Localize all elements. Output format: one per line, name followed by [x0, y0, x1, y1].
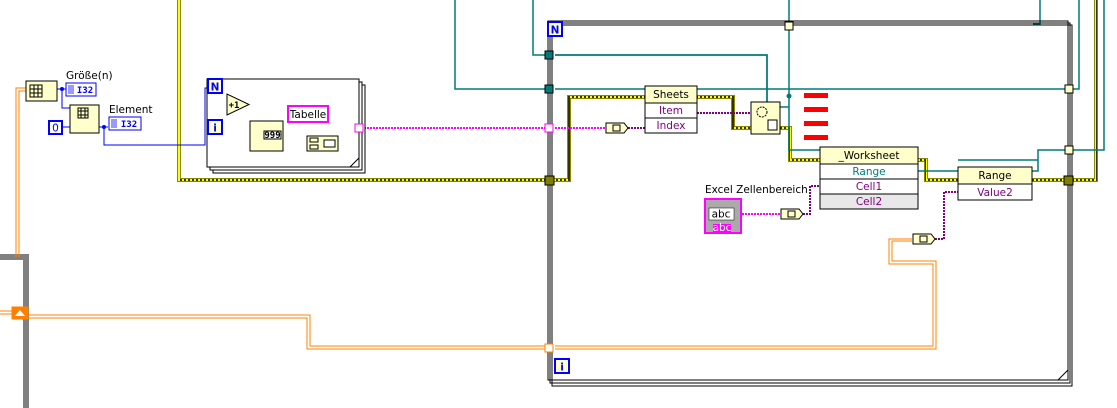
svg-text:+1: +1 [229, 101, 240, 111]
svg-text:Item: Item [659, 105, 683, 117]
excel-range-control[interactable]: abc abc [704, 198, 742, 234]
svg-text:N: N [551, 25, 560, 37]
error-tunnel [544, 175, 555, 186]
refnum-index-tunnel [1064, 84, 1074, 94]
svg-text:Tabelle: Tabelle [289, 109, 327, 121]
element-indicator[interactable]: I32 [108, 116, 142, 131]
excel-range-label: Excel Zellenbereich [705, 184, 808, 196]
array-wire [0, 87, 937, 350]
outer-for-loop [547, 20, 1073, 387]
number-to-string-node[interactable]: 999 [249, 120, 284, 152]
refnum-tunnel [544, 84, 554, 94]
svg-text:I32: I32 [77, 86, 93, 96]
variant-to-data-node[interactable] [750, 101, 781, 135]
worksheet-property-node[interactable]: _Worksheet Range Cell1 Cell2 [819, 146, 919, 210]
to-variant-node[interactable] [912, 233, 936, 245]
svg-text:0: 0 [52, 123, 59, 135]
string-index-tunnel [354, 123, 364, 133]
svg-text:Range: Range [978, 170, 1011, 182]
inner-for-loop [206, 78, 366, 174]
svg-text:abc: abc [713, 222, 732, 234]
size-indicator[interactable]: I32 [65, 82, 97, 97]
error-tunnel [1063, 175, 1074, 186]
error-wire [177, 0, 1098, 182]
svg-text:Value2: Value2 [977, 187, 1013, 199]
svg-text:N: N [211, 82, 220, 94]
svg-text:_Worksheet: _Worksheet [837, 150, 899, 162]
index-constant[interactable]: 0 [48, 120, 63, 135]
svg-text:Cell1: Cell1 [856, 181, 882, 193]
refnum-index-tunnel [784, 21, 794, 31]
svg-text:Index: Index [657, 120, 686, 132]
svg-text:i: i [560, 362, 564, 374]
to-variant-node[interactable] [605, 122, 629, 134]
svg-text:Sheets: Sheets [653, 89, 689, 101]
range-property-node[interactable]: Range Value2 [957, 166, 1033, 201]
svg-text:Range: Range [852, 166, 885, 178]
svg-text:999: 999 [264, 131, 280, 141]
svg-text:i: i [213, 123, 217, 135]
outer-structure-border [0, 254, 29, 408]
size-indicator-label: Größe(n) [66, 70, 113, 82]
broken-wire-marks [804, 93, 828, 140]
svg-text:Cell2: Cell2 [856, 196, 882, 208]
element-indicator-label: Element [109, 104, 152, 116]
increment-node[interactable]: +1 [226, 93, 251, 116]
svg-text:I32: I32 [121, 120, 137, 130]
to-variant-node[interactable] [780, 208, 804, 220]
refnum-tunnel [544, 50, 554, 60]
inner-loop-count-terminal: N [207, 78, 223, 94]
inner-loop-iteration-terminal: i [207, 119, 223, 135]
concatenate-strings-node[interactable] [306, 135, 339, 152]
outer-loop-count-terminal: N [547, 21, 563, 37]
sheets-property-node[interactable]: Sheets Item Index [644, 85, 698, 134]
sheet-name-constant[interactable]: Tabelle [287, 105, 329, 123]
svg-text:abc: abc [712, 209, 731, 221]
string-tunnel [544, 123, 554, 133]
outer-loop-iteration-terminal: i [554, 358, 570, 374]
refnum-index-tunnel [1064, 145, 1074, 155]
loop-tunnels [11, 21, 1074, 353]
index-array-node[interactable] [69, 104, 100, 134]
variant-wire [628, 112, 958, 240]
array-index-tunnel [544, 343, 554, 353]
wire-junction [786, 93, 792, 99]
array-size-node[interactable] [25, 80, 58, 102]
